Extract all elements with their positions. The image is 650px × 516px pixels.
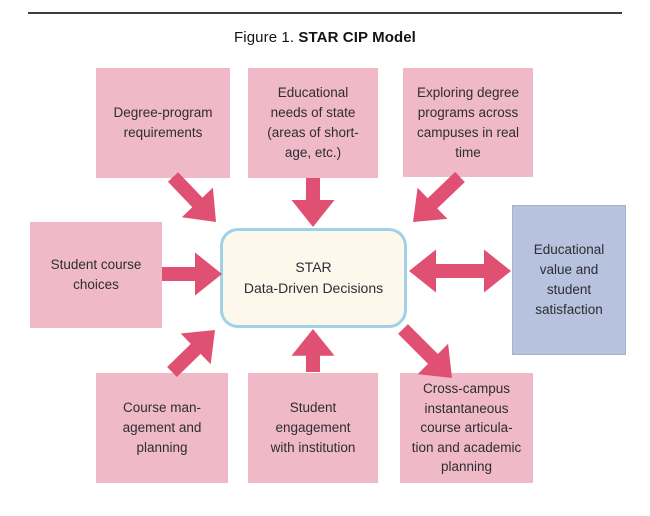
- figure-label: Figure 1.: [234, 29, 299, 46]
- box-cross-campus-articulation: Cross-campus instantaneous course articu…: [400, 373, 533, 483]
- top-rule-divider: [28, 12, 622, 14]
- box-educational-value-satisfaction: Educational value and student satisfacti…: [512, 205, 626, 355]
- box-exploring-degree-programs: Exploring degree programs across campuse…: [403, 68, 533, 177]
- box-educational-needs-of-state: Educational needs of state (areas of sho…: [248, 68, 378, 178]
- box-course-management-planning: Course man- agement and planning: [96, 373, 228, 483]
- course-to-center-arrow: [167, 330, 215, 377]
- needs-to-center-arrow: [291, 178, 335, 227]
- box-degree-program-requirements: Degree-program requirements: [96, 68, 230, 178]
- choices-to-center-arrow: [162, 252, 222, 296]
- engagement-to-center-arrow: [291, 329, 335, 372]
- degree-to-center-arrow: [167, 172, 216, 222]
- exploring-to-center-arrow: [413, 171, 465, 222]
- box-student-course-choices: Student course choices: [30, 222, 162, 328]
- center-value-bidirectional-arrow: [409, 249, 511, 293]
- center-box-star-data-driven-decisions: STAR Data-Driven Decisions: [220, 228, 407, 328]
- figure-title: Figure 1. STAR CIP Model: [0, 29, 650, 46]
- center-to-crosscampus-arrow: [398, 324, 452, 378]
- figure-title-bold: STAR CIP Model: [298, 29, 416, 46]
- box-student-engagement: Student engagement with institution: [248, 373, 378, 483]
